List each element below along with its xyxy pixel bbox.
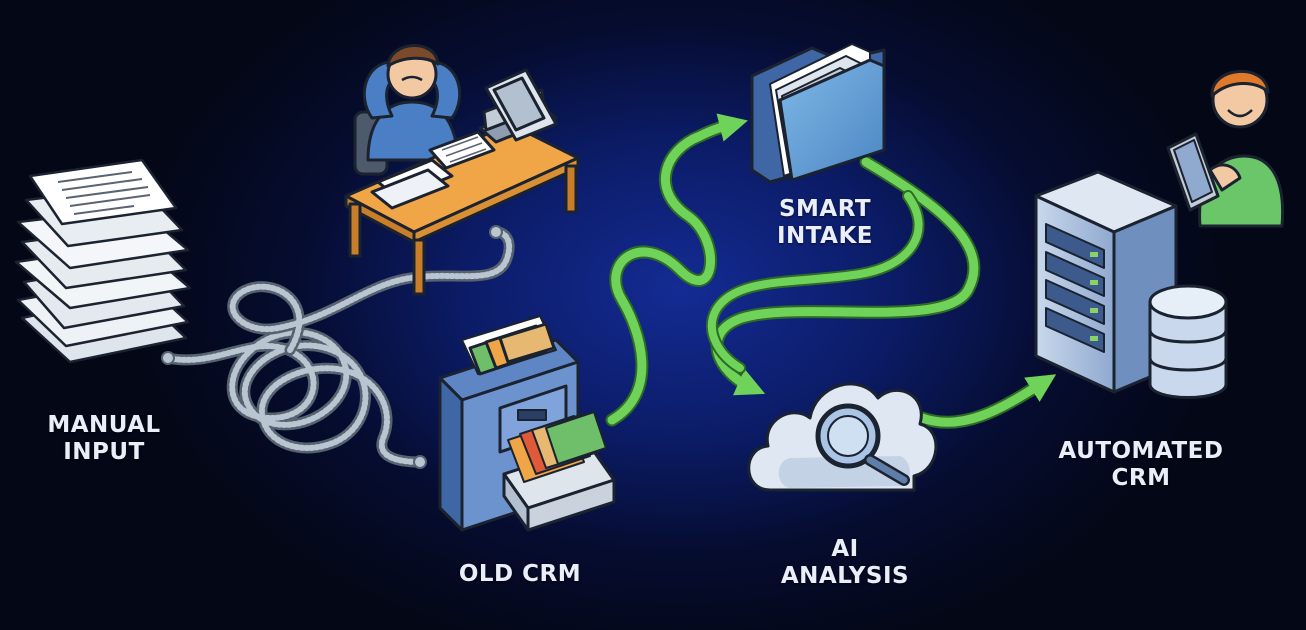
stage-label-old-crm: OLD CRM (458, 561, 582, 587)
server-tower-icon (1034, 170, 1178, 394)
flow-arrow-intake-to-analysis (705, 155, 981, 396)
stage-label-ai-analysis: AI ANALYSIS (780, 536, 910, 589)
folder-icon (750, 43, 886, 184)
flow-arrow-analysis-to-automated (915, 374, 1057, 429)
printer-icon (478, 68, 558, 144)
stage-label-manual-input: MANUAL INPUT (47, 412, 161, 465)
stressed-person-at-desk-icon (344, 44, 580, 296)
flow-arrow-old-to-intake (605, 113, 748, 427)
database-icon (1148, 284, 1228, 399)
filing-cabinet-icon (438, 315, 616, 532)
cloud-magnifier-icon (747, 382, 938, 492)
stage-label-automated-crm: AUTOMATED CRM (1058, 438, 1224, 491)
paper-stack-icon (14, 158, 192, 364)
person-with-tablet-icon (1166, 69, 1285, 228)
stage-label-smart-intake: SMART INTAKE (776, 196, 874, 249)
tangled-cable-icon (161, 225, 515, 469)
